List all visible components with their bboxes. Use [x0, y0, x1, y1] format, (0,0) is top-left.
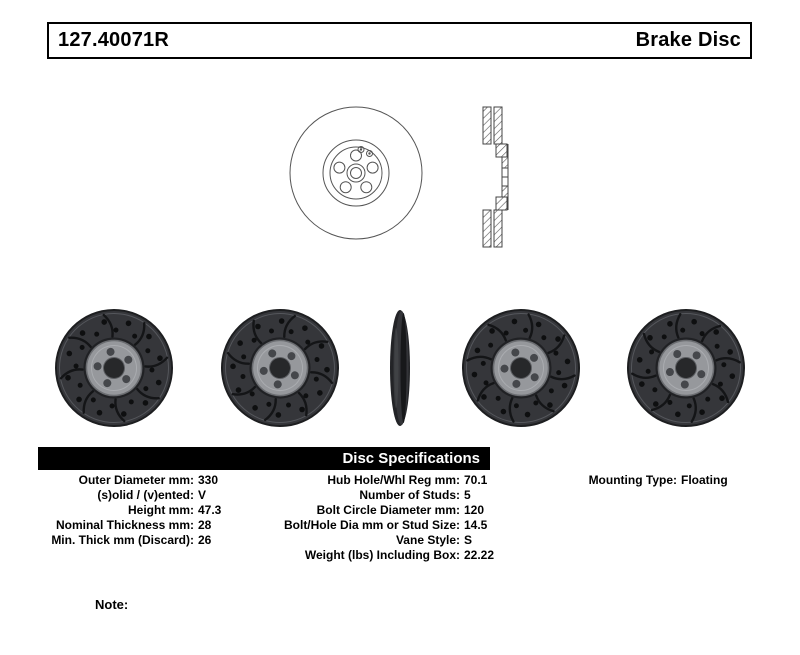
spec-row: Bolt Circle Diameter mm: 120	[282, 503, 494, 518]
rotor-photo-2-icon	[218, 306, 342, 430]
spec-label: Bolt Circle Diameter mm:	[316, 503, 460, 517]
spec-row: Bolt/Hole Dia mm or Stud Size: 14.5	[282, 518, 494, 533]
spec-row: Mounting Type: Floating	[585, 473, 728, 488]
spec-label: Min. Thick mm (Discard):	[51, 533, 194, 547]
spec-label: Mounting Type:	[588, 473, 677, 487]
rotor-photo-4-icon	[459, 306, 583, 430]
spec-value: 28	[198, 518, 212, 532]
spec-value: 120	[464, 503, 485, 517]
spec-label: Outer Diameter mm:	[78, 473, 194, 487]
spec-column-left: Outer Diameter mm: 330 (s)olid / (v)ente…	[34, 473, 221, 548]
note-label: Note:	[95, 597, 129, 612]
rotor-photo-1-icon	[52, 306, 176, 430]
spec-row: Nominal Thickness mm: 28	[34, 518, 221, 533]
spec-label: Bolt/Hole Dia mm or Stud Size:	[283, 518, 460, 532]
spec-value: 70.1	[464, 473, 488, 487]
spec-label: Number of Studs:	[359, 488, 460, 502]
spec-value: 47.3	[198, 503, 222, 517]
spec-row: Weight (lbs) Including Box: 22.22	[282, 548, 494, 563]
header: 127.40071R Brake Disc	[47, 22, 752, 59]
spec-label: Nominal Thickness mm:	[55, 518, 194, 532]
technical-drawing	[0, 98, 800, 250]
spec-title: Disc Specifications	[342, 450, 480, 467]
spec-label: Hub Hole/Whl Reg mm:	[327, 473, 460, 487]
spec-label: Vane Style:	[395, 533, 460, 547]
spec-label: Height mm:	[128, 503, 194, 517]
spec-value: 5	[464, 488, 471, 502]
spec-row: Height mm: 47.3	[34, 503, 221, 518]
spec-value: S	[464, 533, 473, 547]
spec-column-middle: Hub Hole/Whl Reg mm: 70.1 Number of Stud…	[282, 473, 494, 563]
spec-value: 14.5	[464, 518, 488, 532]
spec-row: Vane Style: S	[282, 533, 494, 548]
product-title: Brake Disc	[635, 29, 741, 51]
spec-label: (s)olid / (v)ented:	[97, 488, 194, 502]
spec-value: Floating	[681, 473, 728, 487]
spec-column-right: Mounting Type: Floating	[585, 473, 728, 488]
spec-value: 330	[198, 473, 219, 487]
spec-label: Weight (lbs) Including Box:	[304, 548, 460, 562]
rotor-photo-edge-icon	[390, 310, 410, 426]
spec-value: V	[198, 488, 207, 502]
spec-row: (s)olid / (v)ented: V	[34, 488, 221, 503]
spec-row: Outer Diameter mm: 330	[34, 473, 221, 488]
rotor-photo-5-icon	[624, 306, 748, 430]
spec-row: Number of Studs: 5	[282, 488, 494, 503]
spec-row: Hub Hole/Whl Reg mm: 70.1	[282, 473, 494, 488]
rotor-section-drawing-icon	[482, 106, 508, 248]
part-number: 127.40071R	[58, 29, 169, 51]
rotor-front-drawing-icon	[289, 106, 422, 240]
product-photos	[0, 298, 800, 438]
spec-title-bar: Disc Specifications	[38, 447, 490, 470]
spec-value: 26	[198, 533, 212, 547]
spec-row: Min. Thick mm (Discard): 26	[34, 533, 221, 548]
spec-value: 22.22	[464, 548, 495, 562]
